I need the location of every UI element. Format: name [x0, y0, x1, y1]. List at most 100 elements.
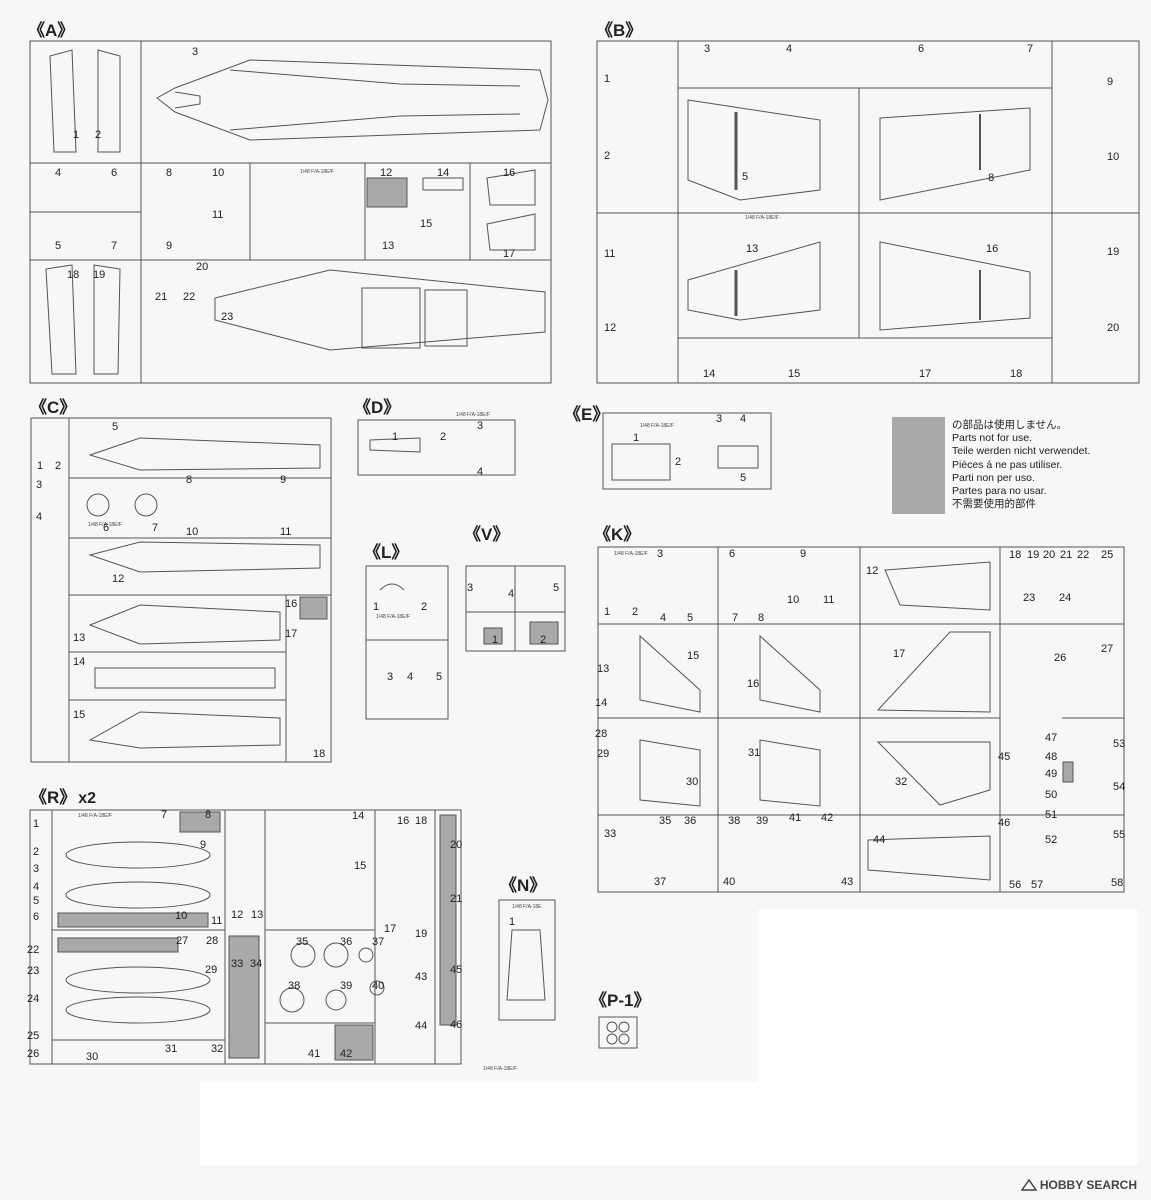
- part-number: 4: [740, 413, 747, 425]
- part-number: 21: [1060, 549, 1073, 561]
- part-number: 37: [372, 936, 385, 948]
- part-number: 14: [437, 167, 450, 179]
- part-number: 20: [196, 261, 209, 273]
- part-number: 42: [821, 812, 834, 824]
- part-number: 1: [73, 129, 80, 141]
- part-number: 29: [205, 964, 218, 976]
- wing-part-8: [879, 107, 1031, 201]
- frame-title-v: 《V》: [464, 525, 510, 544]
- part-number: 6: [33, 911, 40, 923]
- part-number: 51: [1045, 809, 1058, 821]
- sprue-tag-a: 1/48 F/A-18E/F: [300, 169, 334, 175]
- part-number: 13: [382, 240, 395, 252]
- part-number: 19: [1027, 549, 1040, 561]
- part-number: 2: [33, 846, 40, 858]
- part-number: 52: [1045, 834, 1058, 846]
- part-number: 4: [660, 612, 667, 624]
- part-number: 28: [206, 935, 219, 947]
- part-number: 25: [1101, 549, 1114, 561]
- part-number: 30: [686, 776, 699, 788]
- part-number: 39: [340, 980, 353, 992]
- part-number: 6: [918, 43, 925, 55]
- part-number: 12: [604, 322, 617, 334]
- part-number: 8: [988, 172, 995, 184]
- blank-panel-bottom: [200, 1082, 760, 1165]
- legend-line-it: Parti non per uso.: [952, 471, 1035, 484]
- part-number: 35: [296, 936, 309, 948]
- part-number: 58: [1111, 877, 1124, 889]
- part-number: 5: [553, 582, 560, 594]
- sprue-frame-c: [30, 417, 332, 763]
- legend-line-zh: 不需要使用的部件: [952, 498, 1036, 511]
- part-number: 41: [308, 1048, 321, 1060]
- part-number: 13: [597, 663, 610, 675]
- part-number: 17: [919, 368, 932, 380]
- part-number: 14: [352, 810, 365, 822]
- part-number: 3: [477, 420, 484, 432]
- part-number: 31: [748, 747, 761, 759]
- part-number: 16: [397, 815, 410, 827]
- sprue-frame-n: [498, 899, 556, 1021]
- part-number: 1: [33, 818, 40, 830]
- hobby-search-logo-icon: [1020, 1179, 1037, 1191]
- part-number: 23: [221, 311, 234, 323]
- sprue-tag-n: 1/48 F/A-18E: [512, 904, 542, 910]
- part-number: 38: [288, 980, 301, 992]
- part-number: 1: [373, 601, 380, 613]
- part-number: 25: [27, 1030, 40, 1042]
- part-number: 43: [841, 876, 854, 888]
- part-number: 2: [440, 431, 447, 443]
- part-number: 45: [450, 964, 463, 976]
- part-number: 33: [604, 828, 617, 840]
- part-number: 13: [73, 632, 86, 644]
- legend-line-es: Partes para no usar.: [952, 485, 1047, 498]
- part-number: 1: [633, 432, 640, 444]
- part-number: 36: [340, 936, 353, 948]
- sprue-frame-p1: [598, 1016, 638, 1049]
- part-number: 5: [740, 472, 747, 484]
- part-number: 14: [73, 656, 86, 668]
- part-number: 29: [597, 748, 610, 760]
- part-number: 16: [285, 598, 298, 610]
- part-number: 7: [161, 809, 168, 821]
- tail-part-32: [876, 741, 991, 806]
- part-number: 18: [1009, 549, 1022, 561]
- part-number: 4: [33, 881, 40, 893]
- frame-title-k: 《K》: [594, 525, 641, 544]
- part-number: 20: [1043, 549, 1056, 561]
- part-number: 35: [659, 815, 672, 827]
- part-number: 44: [873, 834, 886, 846]
- part-number: 14: [595, 697, 608, 709]
- part-number: 56: [1009, 879, 1022, 891]
- part-number: 16: [986, 243, 999, 255]
- part-number: 10: [212, 167, 225, 179]
- part-number: 12: [380, 167, 393, 179]
- part-number: 11: [604, 248, 616, 260]
- part-number: 9: [200, 839, 207, 851]
- part-number: 40: [372, 980, 385, 992]
- fuselage-upper-part: [156, 59, 549, 141]
- part-number: 12: [866, 565, 879, 577]
- part-number: 47: [1045, 732, 1058, 744]
- part-number: 15: [788, 368, 801, 380]
- part-number: 8: [166, 167, 173, 179]
- part-number: 14: [703, 368, 716, 380]
- part-number: 6: [729, 548, 736, 560]
- part-number: 22: [1077, 549, 1090, 561]
- frame-title-a: 《A》: [28, 21, 75, 40]
- part-number: 42: [340, 1048, 353, 1060]
- part-number: 31: [165, 1043, 178, 1055]
- sprue-tag-r-lower: 1/48 F/A-18E/F: [483, 1066, 517, 1072]
- fuselage-lower-part: [214, 269, 546, 351]
- part-number: 3: [716, 413, 723, 425]
- legend-line-de: Teile werden nicht verwendet.: [952, 445, 1091, 458]
- sprue-tag-e: 1/48 F/A-18E/F: [640, 423, 674, 429]
- legend-line-en: Parts not for use.: [952, 432, 1032, 445]
- frame-title-l: 《L》: [364, 543, 409, 562]
- part-number: 5: [112, 421, 119, 433]
- legend-line-fr: Pièces á ne pas utiliser.: [952, 458, 1063, 471]
- part-number: 26: [1054, 652, 1067, 664]
- part-number: 46: [998, 817, 1011, 829]
- part-number: 27: [176, 935, 189, 947]
- unused-parts-legend: の部品は使用しません。 Parts not for use. Teile wer…: [892, 417, 1148, 517]
